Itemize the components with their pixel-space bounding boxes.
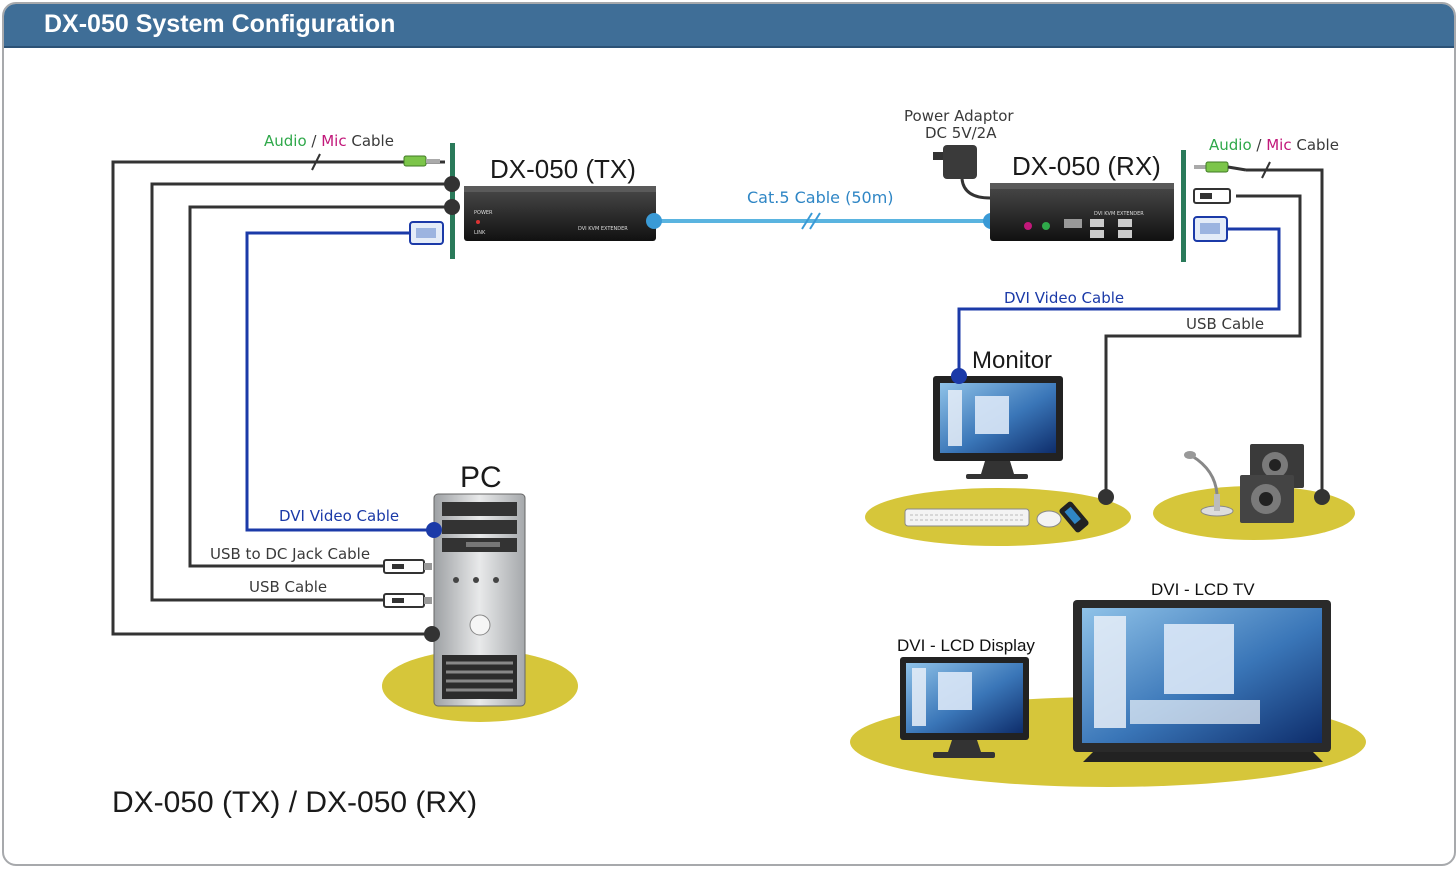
rx-usb-cable [1104,194,1302,497]
usb-dc-jack-cable-label: USB to DC Jack Cable [210,545,370,563]
tx-device: POWER LINK DVI KVM EXTENDER [464,186,656,241]
monitor-icon [933,376,1063,479]
tx-panel-text: DVI KVM EXTENDER [578,226,628,232]
rx-dvi-cable-label: DVI Video Cable [1004,289,1124,307]
lcd-tv-label: DVI - LCD TV [1151,580,1255,599]
keyboard-icon [904,508,1030,527]
rx-dvi-connector-icon [1193,216,1228,242]
tx-port-dot [444,199,460,215]
tx-cables [111,160,452,636]
lcd-display-icon [900,657,1029,758]
audio-cable-break [311,153,321,171]
rx-audio-mic-label: Audio / Mic Cable [1209,136,1339,154]
title-banner: DX-050 System Configuration [4,4,1454,48]
tx-usb-cable-label: USB Cable [249,578,327,596]
pc-label: PC [460,461,502,494]
speaker-audio-port [1314,489,1330,505]
dvi-connector-icon [409,221,444,245]
monitor-dvi-port [951,368,967,384]
usb-dongle-icon [1059,501,1089,533]
cat5-label: Cat.5 Cable (50m) [747,188,894,207]
microphone-icon [1184,451,1234,517]
rx-usb-port [1118,230,1132,238]
rx-port-bar [1181,150,1186,262]
usb-connector-icon [383,593,432,608]
tx-power-led [476,220,480,224]
monitor-label: Monitor [972,347,1052,374]
cat5-port-tx [646,213,662,229]
lcd-tv-icon [1073,600,1331,762]
speaker-icon [1240,444,1304,523]
rx-audio-cable-break [1261,161,1271,179]
pc-dvi-port [426,522,442,538]
rx-usb-cable-label: USB Cable [1186,315,1264,333]
pc-audio-port [424,626,440,642]
page-title: DX-050 System Configuration [44,10,396,38]
tx-link-led-label: LINK [474,230,486,236]
tx-audio-mic-label: Audio / Mic Cable [264,132,394,150]
rx-audio-cable [1246,168,1324,497]
tx-power-led-label: POWER [474,210,493,216]
usb-connector-icon [383,559,432,574]
rx-label: DX-050 (RX) [1012,151,1161,181]
rx-cables [957,168,1324,497]
tx-dvi-cable-label: DVI Video Cable [279,507,399,525]
power-adaptor-spec: DC 5V/2A [925,124,997,142]
rx-usb-connector-icon [1193,188,1231,204]
rx-audio-port [1042,222,1050,230]
tx-usb-cable [150,182,452,602]
rx-usb-port [1118,219,1132,227]
cat5-break [801,212,813,230]
tx-usb-dc-cable [188,205,452,568]
rx-dvi-port [1064,219,1082,228]
tx-port-dot [444,176,460,192]
tx-label: DX-050 (TX) [490,154,636,184]
rx-dvi-cable [957,227,1281,376]
mouse-icon [1036,510,1062,528]
lcd-display-label: DVI - LCD Display [897,636,1035,655]
power-adaptor-icon [933,145,1004,202]
rx-panel-text: DVI KVM EXTENDER [1094,211,1144,217]
pc-tower-icon [433,493,526,707]
rx-usb-port [1090,230,1104,238]
rx-mic-port [1024,222,1032,230]
rx-audio-jack-icon [1194,161,1247,173]
audio-jack-icon [403,155,440,167]
keyboard-usb-port [1098,489,1114,505]
power-adaptor-label: Power Adaptor [904,107,1014,125]
rx-device: DVI KVM EXTENDER [990,183,1174,241]
cat5-break [809,212,821,230]
tx-dvi-cable [245,231,434,532]
tx-audio-cable [111,160,445,636]
footer-model-label: DX-050 (TX) / DX-050 (RX) [112,786,477,819]
rx-usb-port [1090,219,1104,227]
